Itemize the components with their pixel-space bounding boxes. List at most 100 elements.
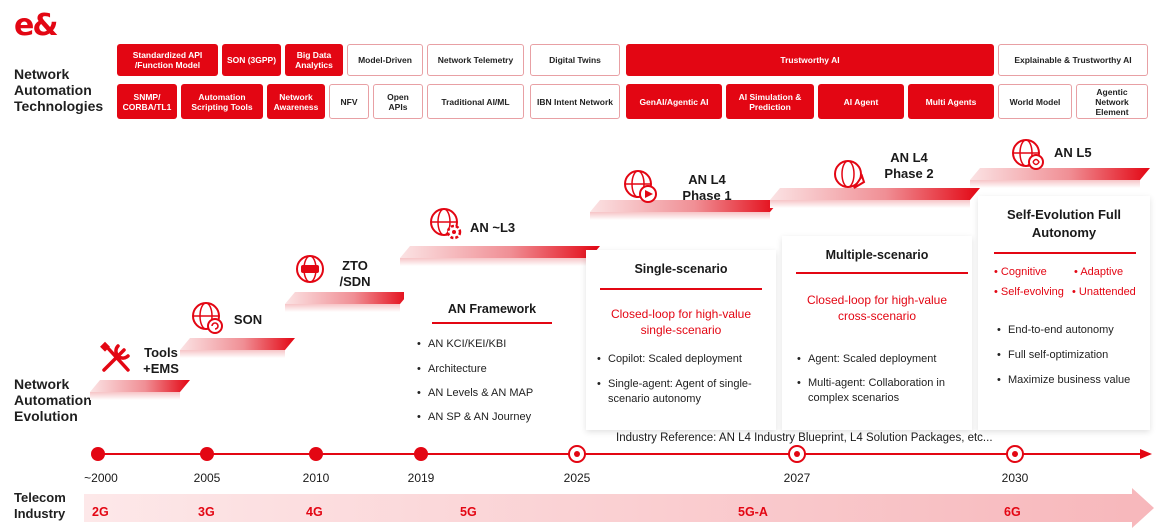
bullet-item: Agent: Scaled deployment bbox=[797, 352, 968, 367]
globe-play-icon bbox=[624, 170, 657, 203]
bullet-item: Architecture bbox=[417, 362, 487, 377]
brand-logo: e& bbox=[14, 8, 58, 43]
tech-box: Automation Scripting Tools bbox=[181, 84, 263, 119]
tech-box: Standardized API /Function Model bbox=[117, 44, 218, 76]
section-line: Network bbox=[14, 66, 70, 82]
step bbox=[970, 168, 1150, 180]
stage-l3-label: AN ~L3 bbox=[470, 220, 516, 235]
tech-box: World Model bbox=[998, 84, 1072, 119]
red-bullet-item: • Unattended bbox=[1072, 286, 1136, 298]
bullet-item: Copilot: Scaled deployment bbox=[597, 352, 768, 367]
tech-box: Digital Twins bbox=[530, 44, 620, 76]
red-bullet-label: Cognitive bbox=[1000, 266, 1047, 278]
section-line: Telecom bbox=[14, 490, 66, 505]
section-line: Evolution bbox=[14, 408, 78, 424]
section-line: Technologies bbox=[14, 98, 104, 114]
panel-title: Self-Evolution Full Autonomy bbox=[1006, 207, 1122, 240]
step-riser bbox=[590, 212, 770, 220]
step bbox=[285, 292, 410, 304]
step-riser bbox=[180, 350, 285, 358]
tech-box: Agentic Network Element bbox=[1076, 84, 1148, 119]
step-riser bbox=[770, 200, 970, 208]
tech-box: Explainable & Trustworthy AI bbox=[998, 44, 1148, 76]
tech-box: Network Telemetry bbox=[427, 44, 524, 76]
tech-box: AI Simulation & Prediction bbox=[726, 84, 814, 119]
red-bullet-item: • Self-evolving bbox=[994, 286, 1064, 298]
section-technologies: Network Automation Technologies bbox=[14, 66, 103, 114]
step bbox=[400, 246, 600, 258]
bullet-item: AN KCI/KEI/KBI bbox=[417, 337, 506, 352]
red-bullet-label: Adaptive bbox=[1080, 266, 1124, 278]
globe-gear-icon bbox=[430, 208, 462, 240]
timeline-year: 2005 bbox=[193, 471, 221, 485]
globe-refresh-icon bbox=[192, 302, 223, 334]
timeline-year: 2025 bbox=[563, 471, 591, 485]
section-line: Automation bbox=[14, 82, 92, 98]
red-bullet-item: • Adaptive bbox=[1074, 266, 1124, 278]
red-bullet-item: • Cognitive bbox=[994, 266, 1047, 278]
red-bullet-label: Self-evolving bbox=[1000, 286, 1064, 298]
red-bullet-label: Unattended bbox=[1078, 286, 1136, 298]
bullet-item: Maximize business value bbox=[997, 373, 1130, 388]
panel-single-scenario: Single-scenario Closed-loop for high-val… bbox=[586, 250, 776, 430]
timeline-year: 2019 bbox=[407, 471, 435, 485]
generation-label: 5G bbox=[460, 505, 477, 519]
panel-multiple-scenario: Multiple-scenario Closed-loop for high-v… bbox=[782, 236, 972, 430]
tech-box: Model-Driven bbox=[347, 44, 423, 76]
generation-label: 3G bbox=[198, 505, 215, 519]
tech-box: SNMP/ CORBA/TL1 bbox=[117, 84, 177, 119]
section-line: Industry bbox=[14, 506, 66, 521]
step-riser bbox=[285, 304, 400, 312]
panel-title: AN Framework bbox=[447, 302, 537, 316]
tech-box: IBN Intent Network bbox=[530, 84, 620, 119]
bullet-item: Full self-optimization bbox=[997, 348, 1108, 363]
step-riser bbox=[90, 392, 180, 400]
panel-highlight: Closed-loop for high-value cross-scenari… bbox=[806, 293, 948, 323]
stage-tools-label: Tools +EMS bbox=[143, 345, 179, 376]
tech-box: SON (3GPP) bbox=[222, 44, 281, 76]
generation-label: 2G bbox=[92, 505, 109, 519]
timeline-year: 2010 bbox=[302, 471, 330, 485]
bullet-item: End-to-end autonomy bbox=[997, 323, 1114, 338]
timeline-year: ~2000 bbox=[84, 471, 118, 485]
stage-zto-label: ZTO /SDN bbox=[339, 258, 371, 289]
panel-divider bbox=[994, 252, 1136, 254]
panel-title: Multiple-scenario bbox=[825, 248, 929, 262]
panel-full-autonomy: Self-Evolution Full Autonomy • Cognitive… bbox=[978, 196, 1150, 430]
section-line: Network bbox=[14, 376, 70, 392]
generation-label: 4G bbox=[306, 505, 323, 519]
timeline-year: 2030 bbox=[1001, 471, 1029, 485]
tools-icon bbox=[100, 341, 130, 372]
tech-box: Open APIs bbox=[373, 84, 423, 119]
step bbox=[770, 188, 980, 200]
step bbox=[180, 338, 295, 350]
timeline-ring bbox=[1006, 445, 1024, 463]
step-riser bbox=[970, 180, 1140, 188]
stage-l4p1-label: AN L4 Phase 1 bbox=[682, 172, 732, 203]
tech-box: NFV bbox=[329, 84, 369, 119]
tech-box: Multi Agents bbox=[908, 84, 994, 119]
tech-box: AI Agent bbox=[818, 84, 904, 119]
generation-label: 5G-A bbox=[738, 505, 768, 519]
bullet-item: AN Levels & AN MAP bbox=[417, 386, 533, 401]
globe-rocket-icon bbox=[834, 160, 866, 189]
timeline-year: 2027 bbox=[783, 471, 811, 485]
panel-divider bbox=[796, 272, 968, 274]
timeline-dot bbox=[309, 447, 323, 461]
panel-framework: AN Framework AN KCI/KEI/KBI Architecture… bbox=[404, 286, 580, 430]
panel-title: Single-scenario bbox=[634, 262, 728, 276]
step bbox=[590, 200, 780, 212]
timeline-arrowhead bbox=[1140, 449, 1152, 459]
section-evolution: Network Automation Evolution bbox=[14, 376, 92, 424]
industry-arrow bbox=[84, 488, 1154, 528]
panel-divider bbox=[432, 322, 552, 324]
step bbox=[90, 380, 190, 392]
section-industry: Telecom Industry bbox=[14, 490, 66, 522]
stage-son-label: SON bbox=[233, 312, 263, 327]
tech-box: Big Data Analytics bbox=[285, 44, 343, 76]
globe-brain-icon bbox=[1012, 139, 1044, 170]
tech-box: Traditional AI/ML bbox=[427, 84, 524, 119]
tech-box: GenAI/Agentic AI bbox=[626, 84, 722, 119]
stage-l5-label: AN L5 bbox=[1054, 145, 1092, 160]
